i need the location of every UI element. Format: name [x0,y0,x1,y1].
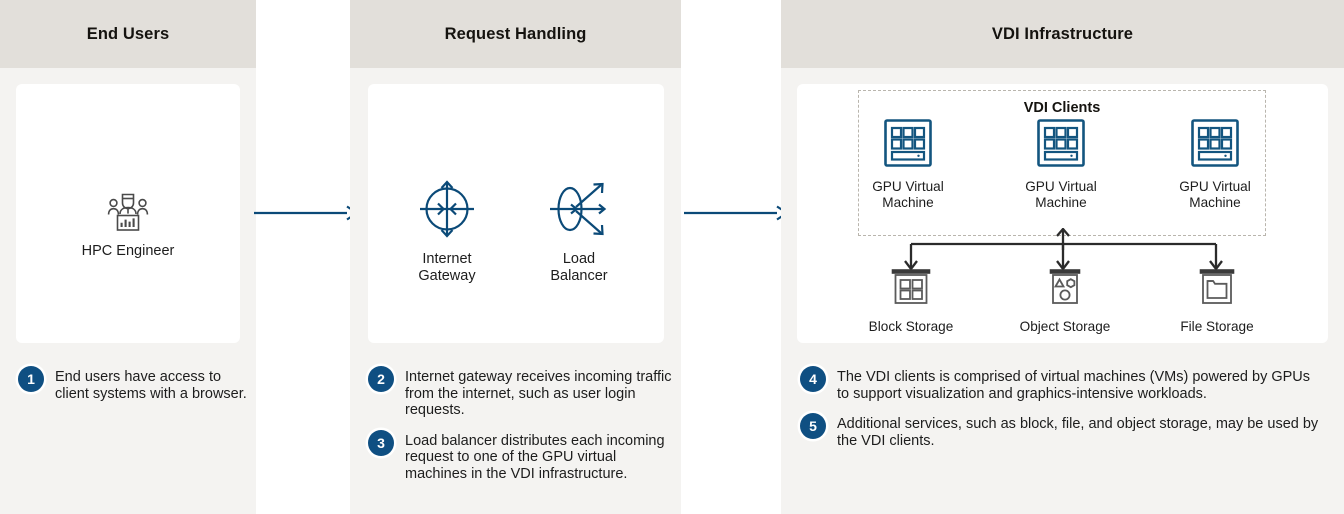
load-balancer-icon [548,178,610,245]
column-title: VDI Infrastructure [991,24,1134,43]
node-file-storage: File Storage [1162,266,1272,335]
caption-text-2: Internet gateway receives incoming traff… [405,369,672,418]
gpu-virtual-machine-icon [1190,118,1240,173]
caption-text-1: End users have access to client systems … [55,369,247,402]
column-title: End Users [86,24,170,43]
gpu-virtual-machine-icon [1036,118,1086,173]
internet-gateway-icon [416,178,478,245]
gpu-virtual-machine-icon [883,118,933,173]
node-load-balancer: Load Balancer [528,178,630,285]
node-label-internet-gateway: Internet Gateway [418,251,476,284]
column-header-vdi-infrastructure: VDI Infrastructure [781,0,1344,68]
block-storage-icon [888,266,934,313]
node-label-gpu-virtual-machine-2: GPU Virtual Machine [1025,179,1097,210]
node-label-hpc-engineer: HPC Engineer [81,243,175,259]
node-label-object-storage: Object Storage [1019,319,1111,334]
caption-badge-1: 1 [18,366,44,392]
caption-badge-5: 5 [800,413,826,439]
node-internet-gateway: Internet Gateway [396,178,498,285]
node-gpu-virtual-machine-3: GPU Virtual Machine [1162,118,1268,211]
arrow-request-handling-to-vdi [684,204,790,227]
caption-group-end-users: 1 End users have access to client system… [18,366,250,413]
caption-text-5: Additional services, such as block, file… [837,416,1319,449]
caption-3: 3 Load balancer distributes each incomin… [368,429,676,483]
node-gpu-virtual-machine-2: GPU Virtual Machine [1008,118,1114,211]
node-label-gpu-virtual-machine-3: GPU Virtual Machine [1179,179,1251,210]
node-block-storage: Block Storage [856,266,966,335]
caption-1: 1 End users have access to client system… [18,366,250,402]
vdi-clients-title: VDI Clients [1023,100,1101,116]
caption-badge-3: 3 [368,429,394,456]
node-label-load-balancer: Load Balancer [550,251,608,284]
node-label-block-storage: Block Storage [868,319,954,334]
vdi-storage-connectors [860,227,1266,274]
column-title: Request Handling [444,24,587,43]
node-object-storage: Object Storage [1010,266,1120,335]
caption-text-4: The VDI clients is comprised of virtual … [837,369,1311,402]
caption-group-request-handling: 2 Internet gateway receives incoming tra… [368,366,676,493]
caption-badge-2: 2 [368,366,394,392]
file-storage-icon [1194,266,1240,313]
caption-text-3: Load balancer distributes each incoming … [405,432,665,482]
node-hpc-engineer: HPC Engineer [60,190,196,260]
people-presentation-icon [105,190,151,237]
caption-group-vdi: 4 The VDI clients is comprised of virtua… [800,366,1320,460]
caption-4: 4 The VDI clients is comprised of virtua… [800,366,1320,402]
arrow-end-users-to-request-handling [254,204,360,227]
panel-request-handling [368,84,664,343]
node-label-file-storage: File Storage [1180,319,1254,334]
column-header-request-handling: Request Handling [350,0,681,68]
node-label-gpu-virtual-machine-1: GPU Virtual Machine [872,179,944,210]
caption-2: 2 Internet gateway receives incoming tra… [368,366,676,419]
caption-badge-4: 4 [800,366,826,392]
object-storage-icon [1042,266,1088,313]
node-gpu-virtual-machine-1: GPU Virtual Machine [855,118,961,211]
caption-5: 5 Additional services, such as block, fi… [800,413,1320,449]
column-header-end-users: End Users [0,0,256,68]
